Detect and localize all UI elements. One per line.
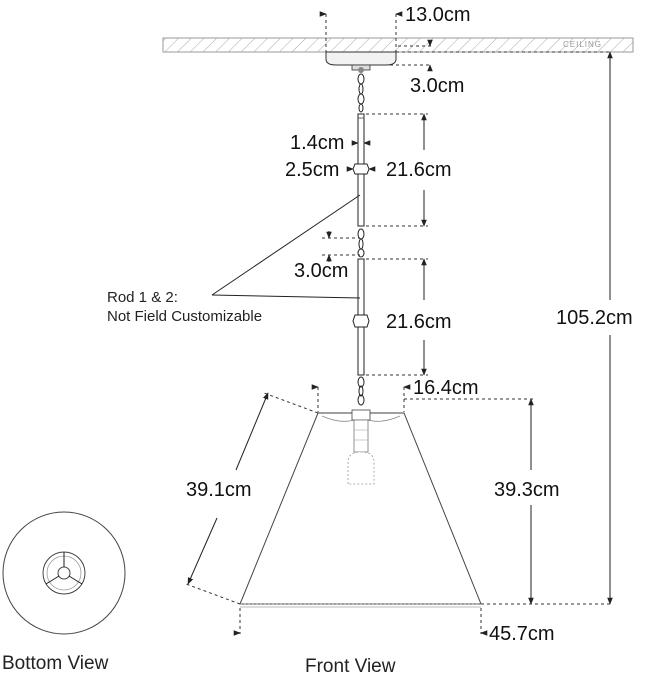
shade-slant-label: 39.1cm xyxy=(186,479,252,501)
rod-1-ball xyxy=(352,163,370,175)
rod-2 xyxy=(352,258,370,376)
canopy xyxy=(325,51,397,73)
socket-and-bulb xyxy=(347,409,375,485)
bulb xyxy=(347,451,375,485)
rod-1 xyxy=(352,113,370,227)
ceiling-label: CEILING xyxy=(563,40,602,49)
rod-note-line-2: Not Field Customizable xyxy=(107,308,262,325)
rod-1-length-label: 21.6cm xyxy=(386,159,452,181)
canopy-width-label: 13.0cm xyxy=(405,4,471,26)
chain-gap-label: 3.0cm xyxy=(294,260,348,282)
rod-note-line-1: Rod 1 & 2: xyxy=(107,289,178,306)
canopy-height-label: 3.0cm xyxy=(410,75,464,97)
bottom-view-caption: Bottom View xyxy=(2,653,109,674)
bottom-view xyxy=(2,511,126,635)
shade-height-label: 39.3cm xyxy=(494,479,560,501)
link-length-label: 1.4cm xyxy=(290,132,344,154)
front-view-caption: Front View xyxy=(305,656,396,677)
upper-chain xyxy=(357,73,365,113)
rod-2-ball xyxy=(352,314,370,328)
ceiling: CEILING xyxy=(162,37,634,53)
lower-chain xyxy=(357,376,365,406)
shade-bottom-label: 45.7cm xyxy=(489,623,555,645)
overall-height-label: 105.2cm xyxy=(556,307,633,329)
middle-chain xyxy=(357,228,365,258)
shade-top-label: 16.4cm xyxy=(413,377,479,399)
ball-diameter-label: 2.5cm xyxy=(285,159,339,181)
dimension-lines xyxy=(185,11,613,636)
rod-2-length-label: 21.6cm xyxy=(386,311,452,333)
